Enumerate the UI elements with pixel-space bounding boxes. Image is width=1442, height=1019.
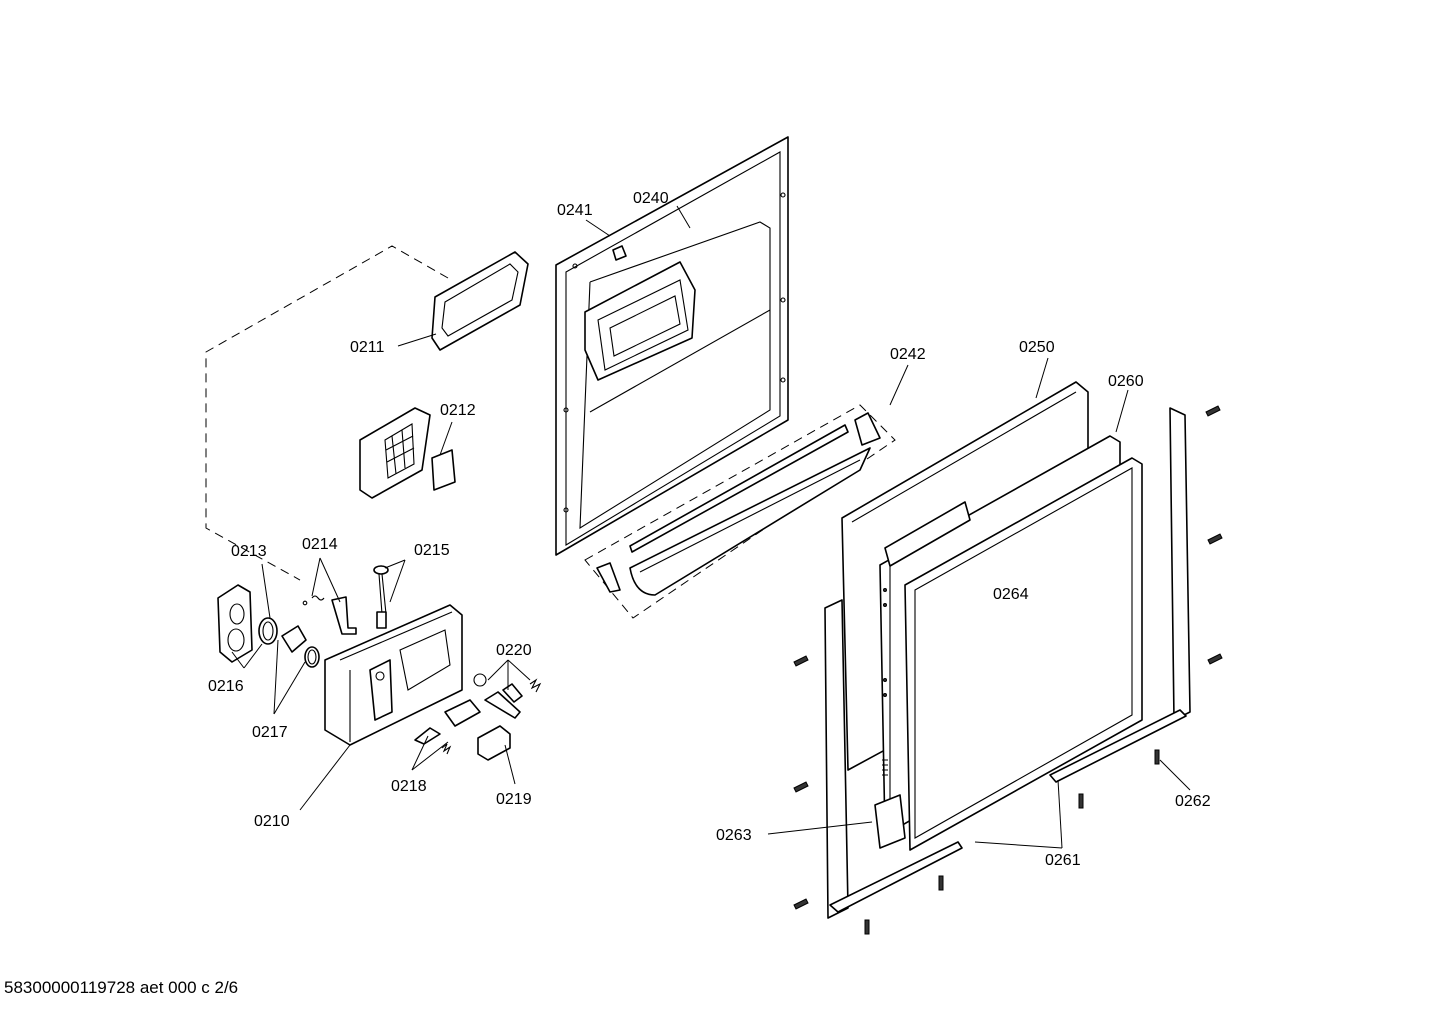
screws — [793, 405, 1223, 935]
small-fittings — [302, 565, 389, 635]
dispenser-group-outline — [205, 245, 449, 581]
label-0250: 0250 — [1019, 339, 1055, 356]
label-0219: 0219 — [496, 791, 532, 808]
label-0210: 0210 — [254, 813, 290, 830]
latch-parts — [414, 673, 542, 761]
label-0241: 0241 — [557, 202, 593, 219]
inner-door-panel — [555, 136, 789, 556]
label-0212: 0212 — [440, 402, 476, 419]
drawing-reference-number: 58300000119728 aet 000 c 2/6 — [4, 978, 239, 997]
leader-lines — [231, 205, 1191, 849]
label-0213: 0213 — [231, 543, 267, 560]
label-0262: 0262 — [1175, 793, 1211, 810]
dispenser-frame — [431, 251, 529, 351]
hinge-group-outline — [584, 404, 896, 619]
label-0214: 0214 — [302, 536, 338, 553]
label-0261: 0261 — [1045, 852, 1081, 869]
label-0211: 0211 — [350, 339, 385, 356]
hinge-rail-assembly — [596, 412, 881, 596]
dispenser-cover — [359, 407, 456, 499]
rinse-aid-knob-set — [217, 584, 320, 668]
label-0263: 0263 — [716, 827, 752, 844]
dispenser-housing — [324, 604, 463, 746]
label-0260: 0260 — [1108, 373, 1144, 390]
decor-panel — [904, 457, 1143, 851]
label-0240: 0240 — [633, 190, 669, 207]
label-0242: 0242 — [890, 346, 926, 363]
spacer-block — [874, 794, 906, 849]
label-0264: 0264 — [993, 586, 1029, 603]
label-0216: 0216 — [208, 678, 244, 695]
label-0215: 0215 — [414, 542, 450, 559]
label-0218: 0218 — [391, 778, 427, 795]
label-0217: 0217 — [252, 724, 288, 741]
label-0220: 0220 — [496, 642, 532, 659]
trim-strips — [824, 407, 1191, 919]
